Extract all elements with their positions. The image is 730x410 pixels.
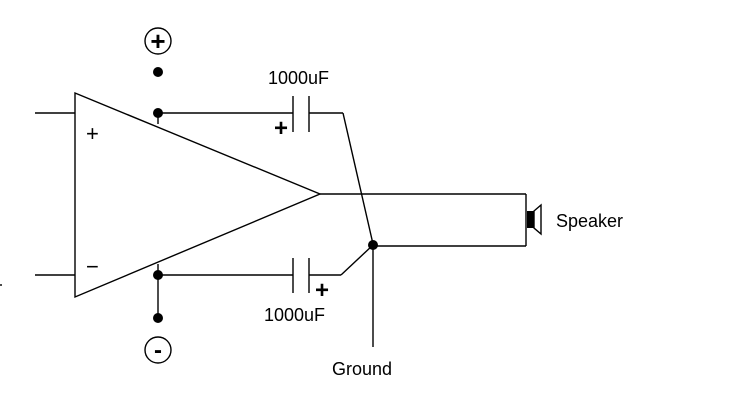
opamp-noninverting-sign: +: [86, 121, 99, 146]
cap-top-polarity: +: [274, 115, 288, 142]
cap-top-to-ground-wire: [342, 112, 374, 245]
negative-supply-sign: -: [154, 337, 162, 364]
speaker-label: Speaker: [556, 211, 623, 231]
negative-supply-terminal: [144, 336, 172, 364]
cap-bottom-to-ground-wire: [340, 244, 374, 276]
cap-bottom-label: 1000uF: [264, 305, 325, 325]
opamp-inverting-sign: −: [86, 254, 99, 279]
positive-supply-terminal: [144, 27, 172, 55]
cap-bottom-polarity: +: [315, 277, 329, 304]
speaker-cone: [533, 203, 542, 236]
opamp-symbol: [74, 91, 322, 299]
negative-supply-dot: [153, 313, 163, 323]
speaker-icon: [527, 211, 534, 228]
ground-label: Ground: [332, 359, 392, 379]
positive-supply-dot: [153, 67, 163, 77]
cap-top-label: 1000uF: [268, 68, 329, 88]
positive-supply-sign: +: [150, 26, 165, 56]
